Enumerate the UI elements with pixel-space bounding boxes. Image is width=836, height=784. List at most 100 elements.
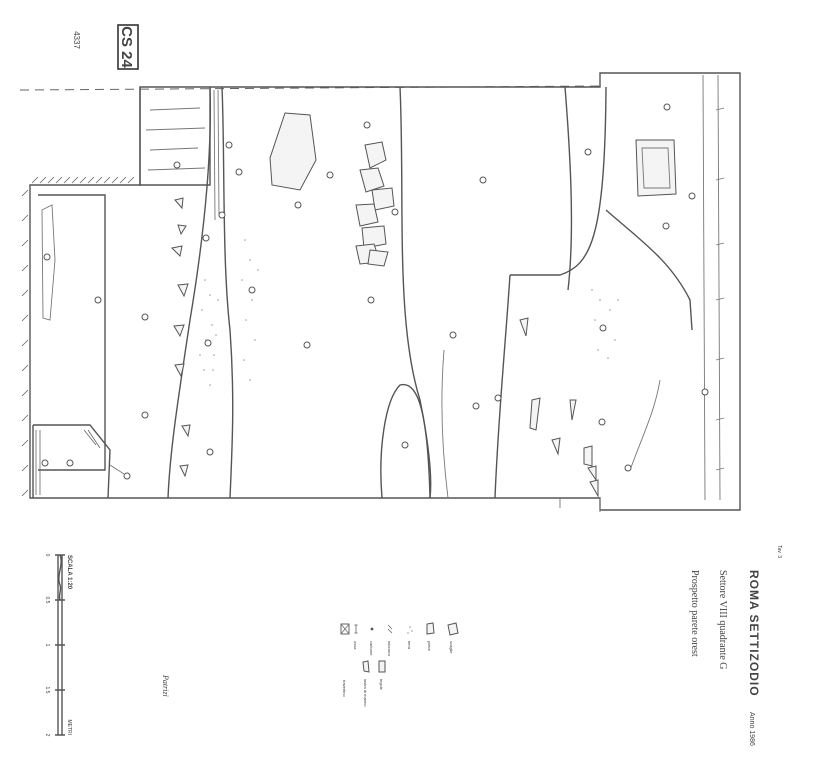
legend-item: ossa (353, 624, 358, 650)
section-marker (235, 168, 243, 176)
right-vertical-2 (717, 74, 721, 501)
section-marker (248, 286, 256, 294)
legend-swatch-marble (362, 660, 370, 673)
sheet-title: ROMA SETTIZODIO (747, 570, 761, 697)
section-marker (94, 296, 102, 304)
root-streak-1 (213, 89, 216, 221)
small-stones-right (519, 317, 599, 498)
stratum-boundary-4 (494, 274, 511, 499)
sheet-tag-code: CS 24 (118, 26, 135, 68)
stratum-boundary-7 (564, 86, 573, 291)
section-marker (204, 339, 212, 347)
section-marker (218, 211, 226, 219)
ground-hatch (21, 176, 135, 497)
section-marker (624, 464, 632, 472)
section-marker (43, 253, 51, 261)
scale-tick-1: 0.5 (44, 597, 50, 604)
pocket-outline (380, 383, 431, 499)
section-marker (391, 208, 399, 216)
legend-item: terra (407, 626, 413, 650)
section-marker (663, 103, 671, 111)
legend: scaglie pietre terra intonaco carbone os… (340, 622, 459, 707)
scale-tick-2: 1 (44, 644, 50, 647)
legend-label: lastra di marmo (363, 679, 368, 707)
section-marker (701, 388, 709, 396)
legend-item: scaglie (447, 622, 459, 654)
stratum-boundary-2 (221, 86, 234, 499)
stipple-zone-2 (241, 239, 259, 381)
narrow-lens-1 (441, 349, 449, 499)
scale-label: SCALA 1:20 (66, 555, 72, 590)
pit-hatch (35, 429, 101, 495)
stratum-boundary-1 (167, 86, 212, 499)
sheet-tag: CS 24 (117, 24, 139, 70)
legend-item: pietre (426, 622, 435, 652)
left-wall-block (38, 194, 106, 471)
section-marker (123, 472, 131, 480)
section-marker (662, 222, 670, 230)
scale-tick-3: 1.5 (44, 687, 50, 694)
section-marker (41, 459, 49, 467)
pit-cut (32, 424, 111, 499)
section-marker (363, 121, 371, 129)
travertine-block (635, 139, 677, 197)
large-stone-block (269, 112, 317, 191)
legend-item: carbone (369, 627, 374, 656)
section-marker (202, 234, 210, 242)
section-marker (66, 459, 74, 467)
corner-note: 4337 (72, 31, 81, 49)
legend-label: travertino (342, 680, 347, 697)
legend-label: tegole (379, 679, 384, 691)
legend-swatch-tufa (426, 622, 435, 635)
sheet-subtitle: Prospetto parete orest (689, 570, 700, 657)
legend-item: tegole (378, 660, 386, 691)
right-ticks (715, 107, 725, 471)
section-marker (141, 313, 149, 321)
sheet-sector: Settore VIII quadrante G (717, 570, 728, 670)
legend-label: terra (407, 641, 412, 650)
legend-label: intonaco (387, 641, 392, 657)
stratum-boundary-5 (510, 86, 607, 276)
legend-item: lastra di marmo (362, 660, 370, 707)
section-marker (206, 448, 214, 456)
stone-cluster (355, 141, 395, 267)
section-marker (294, 201, 302, 209)
stratum-boundary-6 (605, 209, 693, 331)
scale-tick-0: 0 (44, 554, 50, 557)
root-streak-2 (217, 89, 220, 216)
section-marker (688, 192, 696, 200)
stratum-boundary-3 (399, 86, 432, 499)
section-marker (584, 148, 592, 156)
sheet-date: Anno 1986 (748, 712, 755, 746)
section-marker (173, 161, 181, 169)
bottom-tick-marks (559, 498, 601, 512)
section-marker (303, 341, 311, 349)
legend-item: intonaco (387, 624, 393, 657)
left-inner-lens (41, 204, 56, 321)
stipple-zone-3 (591, 289, 619, 359)
margin-note: Tav. 3 (776, 545, 782, 558)
legend-item: travertino (340, 623, 350, 697)
legend-label: carbone (369, 641, 374, 656)
legend-swatch-stone (447, 622, 459, 636)
travertine-inner (641, 147, 671, 189)
section-marker (401, 441, 409, 449)
section-marker (479, 176, 487, 184)
scale-tick-4: 2 (44, 734, 50, 737)
section-marker (599, 324, 607, 332)
section-outline (29, 72, 741, 511)
section-marker (225, 141, 233, 149)
scale-bar: SCALA 1:20 0 0.5 1 1.5 2 METRI (44, 554, 72, 737)
section-marker (367, 296, 375, 304)
section-marker (326, 171, 334, 179)
section-marker (472, 402, 480, 410)
section-markers (41, 103, 709, 480)
small-stones-left (170, 197, 191, 478)
legend-label: pietre (427, 641, 432, 652)
section-marker (598, 418, 606, 426)
scale-units: METRI (66, 719, 72, 735)
section-marker (141, 411, 149, 419)
upper-left-layers (145, 107, 206, 171)
legend-label: ossa (353, 641, 358, 650)
